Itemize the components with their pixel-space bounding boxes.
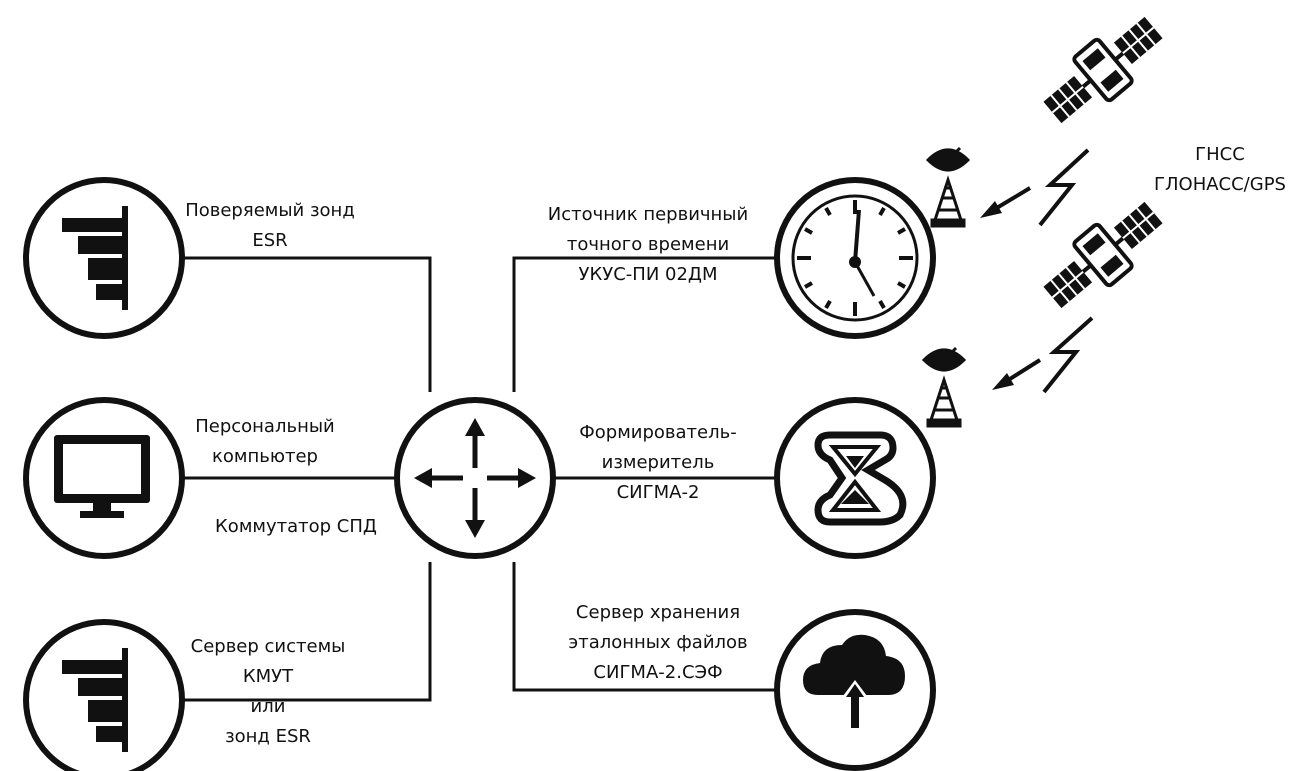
storage-label-line2: эталонных файлов <box>568 632 748 653</box>
clock-icon <box>797 200 913 316</box>
probe-node <box>23 177 185 339</box>
hourglass-sand <box>841 456 869 504</box>
storage-label: Сервер хранения эталонных файлов СИГМА-2… <box>538 598 778 688</box>
pc-label-line2: компьютер <box>212 446 318 467</box>
storage-label-line3: СИГМА-2.СЭФ <box>593 662 723 683</box>
cloud-node <box>774 609 936 771</box>
switch-circle <box>394 397 556 559</box>
switch-label: Коммутатор СПД <box>186 512 406 542</box>
link-probe <box>180 256 432 392</box>
server-label-line3: или <box>250 696 286 717</box>
link-server <box>180 562 432 702</box>
server-node <box>23 619 185 771</box>
signal-arrow-top <box>980 148 1090 227</box>
probe-label-line1: Поверяемый зонд <box>185 200 355 221</box>
pc-label-line1: Персональный <box>195 416 335 437</box>
source-label-line2: точного времени <box>566 234 730 255</box>
server-label-line2: КМУТ <box>242 666 294 687</box>
switch-node <box>394 397 556 559</box>
switch-label-text: Коммутатор СПД <box>215 516 377 537</box>
sigma-label-line1: Формирователь- <box>579 422 737 443</box>
sigma-label-line3: СИГМА-2 <box>616 482 700 503</box>
server-label-line4: зонд ESR <box>225 726 311 747</box>
storage-label-line1: Сервер хранения <box>575 602 741 623</box>
source-label: Источник первичный точного времени УКУС-… <box>528 200 768 290</box>
clock-node <box>774 177 936 339</box>
source-label-line1: Источник первичный <box>547 204 749 225</box>
four-arrows-icon <box>414 418 536 538</box>
server-circle <box>23 619 185 771</box>
gnss-label: ГНСС ГЛОНАСС/GPS <box>1145 140 1295 200</box>
gnss-label-line2: ГЛОНАСС/GPS <box>1154 174 1286 195</box>
probe-icon <box>62 206 128 310</box>
probe-label: Поверяемый зонд ESR <box>160 196 380 256</box>
sigma-label: Формирователь- измеритель СИГМА-2 <box>548 418 768 508</box>
antenna-icon-bottom <box>921 346 967 428</box>
monitor-icon <box>54 435 150 518</box>
signal-arrow-bottom <box>992 316 1094 394</box>
link-storage <box>512 562 775 692</box>
antenna-icon-top <box>925 146 971 228</box>
sigma-node <box>774 397 936 559</box>
probe-label-line2: ESR <box>252 230 288 251</box>
satellite-icon-bottom <box>1043 201 1163 309</box>
satellite-icon-top <box>1043 16 1163 124</box>
server-probe-icon <box>62 648 128 752</box>
gnss-label-line1: ГНСС <box>1195 144 1245 165</box>
cloud-upload-icon <box>803 634 905 728</box>
pc-label: Персональный компьютер <box>155 412 375 472</box>
sigma-label-line2: измеритель <box>601 452 715 473</box>
hourglass-sigma-icon <box>814 431 907 526</box>
source-label-line3: УКУС-ПИ 02ДМ <box>578 264 718 285</box>
connection-lines <box>180 256 775 702</box>
clock-center-dot <box>849 256 861 268</box>
server-label: Сервер системы КМУТ или зонд ESR <box>158 632 378 752</box>
sigma-circle <box>774 397 936 559</box>
pc-node <box>23 397 185 559</box>
server-label-line1: Сервер системы <box>190 636 346 657</box>
link-source <box>512 256 775 392</box>
